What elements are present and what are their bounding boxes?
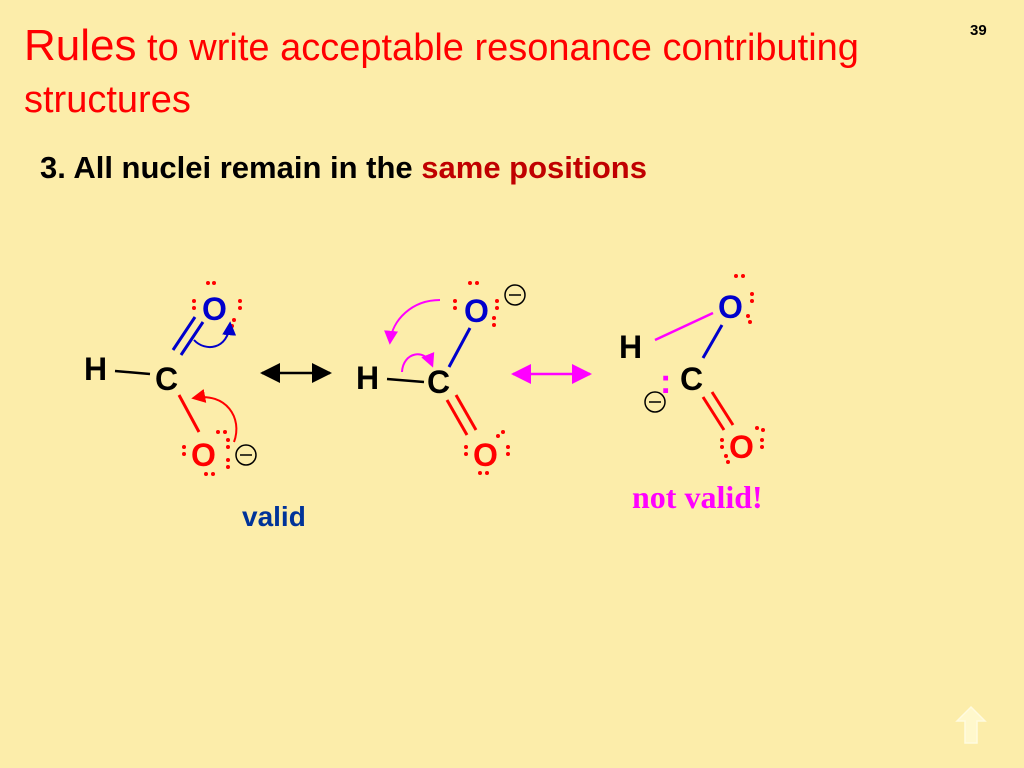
home-arrow-icon[interactable] — [955, 705, 987, 745]
s2-o-bottom-atom: O — [473, 437, 498, 473]
not-valid-label: not valid! — [632, 479, 763, 515]
s1-o-bottom-atom: O — [191, 437, 216, 473]
s1-charge — [235, 444, 257, 466]
s2-curved-arrow-magenta-icon — [384, 299, 441, 345]
s3-charge — [644, 391, 666, 413]
slide-title: Rules to write acceptable resonance cont… — [24, 20, 924, 126]
s1-h-atom: H — [84, 351, 107, 387]
s1-c-atom: C — [155, 361, 178, 397]
s1-curved-arrow-blue-icon — [193, 321, 237, 348]
s2-h-atom: H — [356, 360, 379, 396]
rule-prefix: 3. All nuclei remain in the — [40, 150, 422, 185]
s1-curved-arrow-red-icon — [191, 389, 238, 443]
rule-highlight: same positions — [421, 150, 647, 185]
rule-statement: 3. All nuclei remain in the same positio… — [40, 150, 647, 186]
structure-2: H C O O — [356, 281, 526, 475]
s2-curved-arrow-magenta-small-icon — [401, 351, 435, 373]
s3-lone-pair: : — [660, 363, 671, 401]
structure-1: H C O O — [84, 281, 257, 476]
s3-c-atom: C — [680, 361, 703, 397]
s3-o-top-atom: O — [718, 289, 743, 325]
title-lead: Rules — [24, 21, 137, 70]
page-number: 39 — [970, 22, 987, 39]
structure-3: H C O O : — [619, 274, 765, 465]
s3-o-bottom-atom: O — [729, 429, 754, 465]
s2-c-atom: C — [427, 364, 450, 400]
s2-o-top-atom: O — [464, 293, 489, 329]
s2-lone-pairs — [453, 281, 510, 475]
s3-h-atom: H — [619, 329, 642, 365]
valid-label: valid — [242, 501, 306, 532]
s2-charge — [504, 284, 526, 306]
title-rest: to write acceptable resonance contributi… — [24, 27, 859, 121]
s3-lone-pairs — [720, 274, 765, 464]
s1-o-top-atom: O — [202, 291, 227, 327]
